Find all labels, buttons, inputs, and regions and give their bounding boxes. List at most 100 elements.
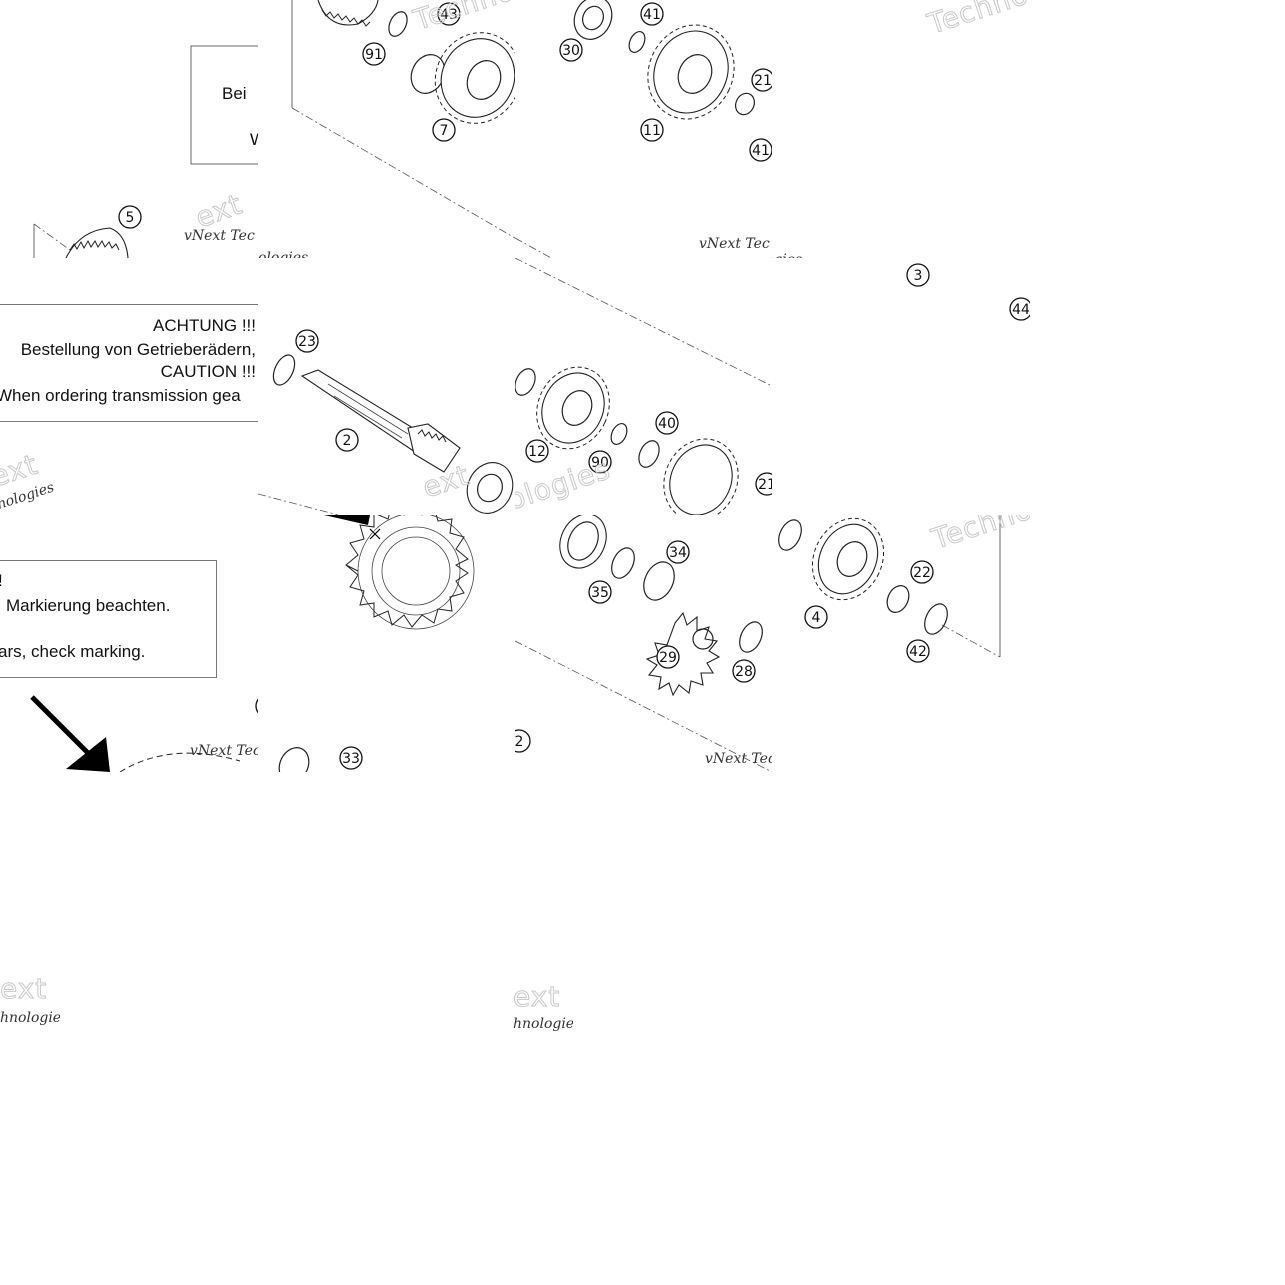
- watermark-techno: Techno: [409, 0, 515, 37]
- gear-4: [811, 517, 885, 601]
- tile-detail-gear: 33: [258, 515, 515, 772]
- callout-7: 7: [432, 118, 456, 142]
- callout-29: 29: [656, 645, 680, 669]
- gear-11: [647, 24, 735, 120]
- callout-31: 31: [255, 698, 258, 714]
- callout-33: 33: [339, 746, 363, 770]
- svg-text:2: 2: [343, 433, 352, 449]
- marked-gear-detail: [345, 515, 475, 630]
- watermark-ologies: ologies: [515, 452, 614, 515]
- tile-top-center-left: 91 7 43 Techno ologies: [258, 0, 515, 258]
- tile-sprocket: 34 35 29 28 2 vNext Tec: [515, 515, 772, 772]
- svg-text:2: 2: [515, 734, 523, 750]
- callout-91: 91: [362, 42, 386, 66]
- notice-box: [0, 304, 258, 422]
- callout-4: 4: [804, 605, 828, 629]
- callout-41-right: 41: [749, 138, 772, 162]
- callout-5: 5: [118, 205, 142, 229]
- tile-gear-set-12: 12 90 40 21 ologies: [515, 258, 772, 515]
- svg-text:91: 91: [365, 47, 383, 63]
- watermark-fragment: ologies: [258, 250, 308, 258]
- notice-en-text: When ordering transmission gea: [0, 386, 241, 405]
- callout-22: 22: [910, 560, 934, 584]
- svg-text:21: 21: [758, 477, 772, 493]
- svg-text:21: 21: [754, 73, 772, 89]
- watermark-brand: vNext Tec: [184, 228, 255, 244]
- svg-text:4: 4: [812, 610, 821, 626]
- callout-34: 34: [666, 540, 690, 564]
- svg-text:12: 12: [528, 444, 546, 460]
- marking-note-exclamation: !: [0, 571, 3, 591]
- watermark-ext: ext: [513, 980, 560, 1013]
- callout-35: 35: [588, 580, 612, 604]
- tile-watermark-fragment-left: ext hnologies: [0, 972, 60, 1032]
- note-fragment-w: W: [250, 130, 258, 149]
- watermark-ext: ext: [0, 972, 47, 1005]
- watermark-brand: vNext Tec: [705, 751, 772, 767]
- arrow-icon: [30, 695, 110, 772]
- svg-text:90: 90: [591, 455, 609, 471]
- watermark-brand: vNext Tec: [699, 236, 770, 252]
- callout-41-top: 41: [640, 2, 664, 26]
- tile-marking-note: ! Markierung beachten. ars, check markin…: [0, 515, 258, 772]
- svg-text:7: 7: [440, 123, 449, 139]
- marking-note-de: Markierung beachten.: [6, 596, 171, 615]
- notice-de-title: ACHTUNG !!!: [153, 316, 256, 335]
- callout-30: 30: [559, 38, 583, 62]
- tile-top-right: Techno ologies: [772, 0, 1030, 258]
- svg-text:5: 5: [126, 210, 135, 226]
- svg-text:41: 41: [643, 7, 661, 23]
- callout-21-top: 21: [751, 68, 772, 92]
- svg-text:42: 42: [909, 644, 927, 660]
- watermark-ech: hnologies: [0, 1010, 60, 1026]
- svg-text:22: 22: [913, 565, 931, 581]
- marking-note-box: [0, 560, 217, 678]
- callout-40: 40: [655, 411, 679, 435]
- callout-23: 23: [295, 329, 319, 353]
- svg-text:11: 11: [643, 123, 661, 139]
- svg-text:35: 35: [591, 585, 609, 601]
- callout-2: 2: [335, 428, 359, 452]
- watermark-ech: hnologies: [513, 1016, 573, 1032]
- watermark-techno: Techno: [923, 0, 1030, 41]
- tile-top-center-right: 30 41 11 21 41 vNext Tec 3: [515, 0, 772, 258]
- marking-note-en: ars, check marking.: [0, 642, 146, 661]
- tile-top-left: Bei W 5 vNext Tec ext: [0, 0, 258, 258]
- svg-text:23: 23: [298, 334, 316, 350]
- watermark-brand: vNext Tec: [190, 743, 258, 759]
- watermark-techno: Techno: [927, 515, 1030, 556]
- callout-3: 3: [906, 263, 930, 287]
- callout-43: 43: [437, 2, 461, 26]
- gear-12: [536, 366, 610, 450]
- callout-42: 42: [906, 639, 930, 663]
- sprocket-29: [645, 611, 721, 697]
- callout-11: 11: [640, 118, 664, 142]
- watermark-ext: ext: [419, 458, 474, 504]
- svg-text:30: 30: [562, 43, 580, 59]
- gear-21: [663, 438, 739, 515]
- svg-text:3: 3: [914, 268, 923, 284]
- callout-2-lower: 2: [515, 729, 531, 753]
- note-fragment-bei: Bei: [222, 84, 247, 103]
- gear-7: [434, 32, 515, 124]
- svg-text:29: 29: [659, 650, 677, 666]
- tile-main-shaft: 23 2 ext: [258, 258, 515, 515]
- svg-text:40: 40: [658, 416, 676, 432]
- callout-90: 90: [588, 450, 612, 474]
- watermark-fragment: ologies: [772, 252, 802, 258]
- callout-12: 12: [525, 439, 549, 463]
- tile-notice: ACHTUNG !!! Bestellung von Getrieberäder…: [0, 258, 258, 515]
- tile-gear-4: 4 22 42 Techno: [772, 515, 1030, 772]
- callout-44: 44: [1009, 297, 1030, 321]
- tile-top-right-callouts: 3 44: [772, 258, 1030, 515]
- notice-en-title: CAUTION !!!: [160, 362, 256, 381]
- svg-text:28: 28: [735, 664, 753, 680]
- svg-text:43: 43: [440, 7, 458, 23]
- svg-text:33: 33: [342, 751, 360, 767]
- callout-28: 28: [732, 659, 756, 683]
- main-shaft: [300, 369, 461, 473]
- tile-watermark-fragment-center: ext hnologies: [513, 980, 573, 1040]
- svg-text:41: 41: [752, 143, 770, 159]
- notice-de-text: Bestellung von Getrieberädern,: [20, 340, 256, 359]
